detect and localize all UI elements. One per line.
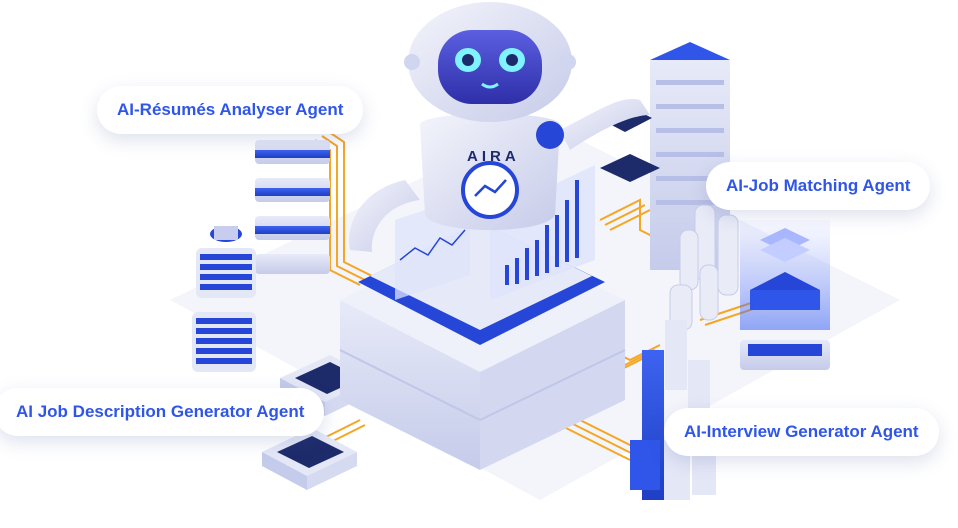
chip-left-lower (262, 428, 357, 490)
database-stack-left (192, 226, 256, 372)
hologram-screens (395, 165, 595, 300)
bar-towers (630, 320, 716, 500)
cylinder-cluster (669, 204, 739, 331)
agent-label-job-description-generator: AI Job Description Generator Agent (0, 388, 325, 436)
robot: AIRA (349, 2, 650, 252)
glow-processor-stack (740, 220, 830, 370)
agent-label-resumes-analyser: AI-Résumés Analyser Agent (97, 86, 364, 134)
robot-name: AIRA (467, 148, 520, 165)
agent-label-job-matching: AI-Job Matching Agent (706, 162, 931, 210)
server-stack-left (255, 140, 330, 274)
agent-label-interview-generator: AI-Interview Generator Agent (664, 408, 939, 456)
